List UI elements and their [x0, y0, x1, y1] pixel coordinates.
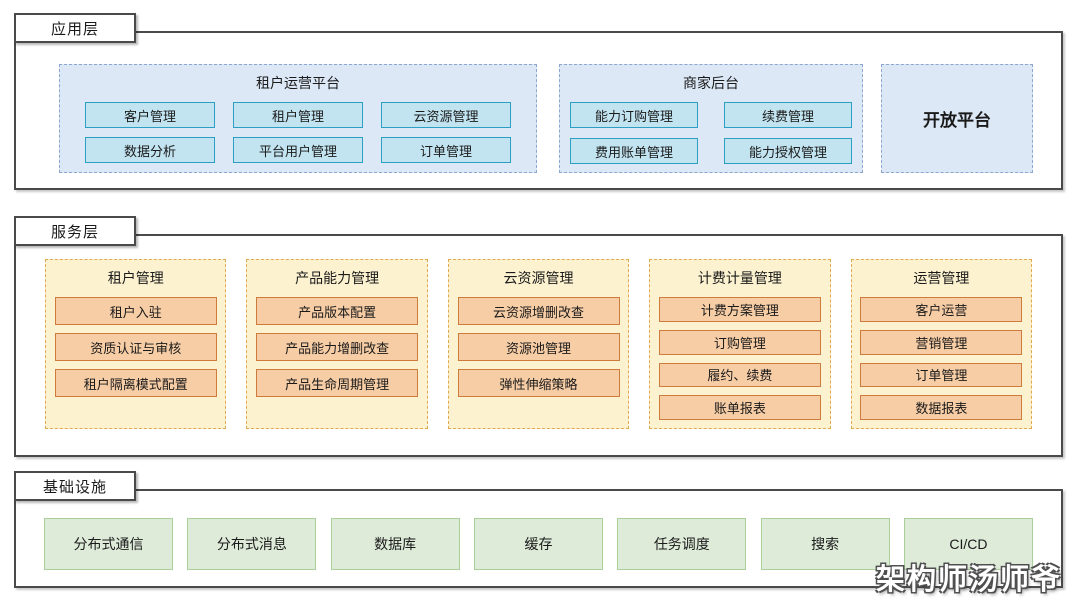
column-title: 运营管理 — [913, 270, 970, 286]
app-module-box: 续费管理 — [724, 102, 852, 128]
service-columns: 租户管理 租户入驻 资质认证与审核 租户隔离模式配置 产品能力管理 产品版本配置… — [45, 259, 1033, 429]
app-module-box: 客户管理 — [85, 102, 215, 128]
app-module-box: 能力订购管理 — [570, 102, 698, 128]
service-item-box: 数据报表 — [860, 395, 1023, 420]
module-grid: 能力订购管理 续费管理 费用账单管理 能力授权管理 — [570, 102, 852, 164]
column-title: 租户管理 — [107, 270, 164, 286]
application-layer-frame: 租户运营平台 客户管理 租户管理 云资源管理 数据分析 平台用户管理 订单管理 … — [14, 31, 1063, 190]
infra-box: 缓存 — [473, 518, 603, 570]
group-title: 开放平台 — [923, 111, 991, 130]
billing-metering-column: 计费计量管理 计费方案管理 订购管理 履约、续费 账单报表 — [649, 259, 831, 429]
service-layer-tab: 服务层 — [14, 216, 136, 246]
service-item-box: 弹性伸缩策略 — [457, 369, 620, 397]
service-item-box: 订购管理 — [658, 329, 821, 355]
app-module-box: 能力授权管理 — [724, 138, 852, 164]
service-item-box: 履约、续费 — [658, 362, 821, 388]
infra-box: 任务调度 — [617, 518, 747, 570]
app-module-box: 订单管理 — [381, 137, 511, 163]
application-layer-tab: 应用层 — [14, 13, 136, 43]
service-item-box: 资质认证与审核 — [54, 333, 217, 361]
cloud-resource-column: 云资源管理 云资源增删改查 资源池管理 弹性伸缩策略 — [447, 259, 630, 429]
module-grid: 客户管理 租户管理 云资源管理 数据分析 平台用户管理 订单管理 — [85, 102, 511, 163]
service-layer-tab-label: 服务层 — [50, 223, 99, 241]
watermark-text: 架构师汤师爷 — [875, 564, 1062, 596]
product-capability-column: 产品能力管理 产品版本配置 产品能力增删改查 产品生命周期管理 — [246, 259, 428, 429]
service-item-box: 营销管理 — [860, 329, 1023, 355]
column-title: 产品能力管理 — [295, 270, 380, 286]
tenant-management-column: 租户管理 租户入驻 资质认证与审核 租户隔离模式配置 — [45, 259, 227, 429]
merchant-backend-group: 商家后台 能力订购管理 续费管理 费用账单管理 能力授权管理 — [559, 64, 863, 173]
service-item-box: 客户运营 — [860, 297, 1023, 322]
infra-box: CI/CD — [903, 518, 1033, 570]
open-platform-group: 开放平台 — [881, 64, 1033, 173]
service-item-box: 产品版本配置 — [256, 297, 419, 325]
application-layer-tab-label: 应用层 — [50, 20, 99, 38]
operations-management-column: 运营管理 客户运营 营销管理 订单管理 数据报表 — [850, 259, 1033, 429]
infrastructure-layer-tab: 基础设施 — [14, 471, 136, 501]
service-item-box: 资源池管理 — [457, 333, 620, 361]
service-item-box: 订单管理 — [860, 362, 1023, 388]
infra-box: 搜索 — [760, 518, 890, 570]
group-title: 商家后台 — [683, 75, 739, 91]
app-module-box: 云资源管理 — [381, 102, 511, 128]
service-item-box: 租户隔离模式配置 — [54, 369, 217, 397]
infrastructure-boxes: 分布式通信 分布式消息 数据库 缓存 任务调度 搜索 CI/CD — [44, 518, 1033, 570]
column-title: 计费计量管理 — [697, 270, 782, 286]
app-module-box: 租户管理 — [233, 102, 363, 128]
infrastructure-layer-frame: 分布式通信 分布式消息 数据库 缓存 任务调度 搜索 CI/CD — [14, 489, 1063, 588]
tenant-operations-platform-group: 租户运营平台 客户管理 租户管理 云资源管理 数据分析 平台用户管理 订单管理 — [59, 64, 537, 173]
service-item-box: 产品能力增删改查 — [256, 333, 419, 361]
app-module-box: 数据分析 — [85, 137, 215, 163]
service-item-box: 计费方案管理 — [658, 297, 821, 322]
service-layer-frame: 租户管理 租户入驻 资质认证与审核 租户隔离模式配置 产品能力管理 产品版本配置… — [14, 234, 1063, 457]
column-title: 云资源管理 — [503, 270, 574, 286]
service-item-box: 云资源增删改查 — [457, 297, 620, 325]
service-item-box: 租户入驻 — [54, 297, 217, 325]
app-module-box: 费用账单管理 — [570, 138, 698, 164]
infra-box: 数据库 — [330, 518, 460, 570]
service-item-box: 产品生命周期管理 — [256, 369, 419, 397]
infra-box: 分布式消息 — [187, 518, 317, 570]
service-item-box: 账单报表 — [658, 395, 821, 420]
infrastructure-layer-tab-label: 基础设施 — [42, 478, 107, 496]
app-module-box: 平台用户管理 — [233, 137, 363, 163]
group-title: 租户运营平台 — [256, 75, 340, 91]
infra-box: 分布式通信 — [44, 518, 173, 570]
